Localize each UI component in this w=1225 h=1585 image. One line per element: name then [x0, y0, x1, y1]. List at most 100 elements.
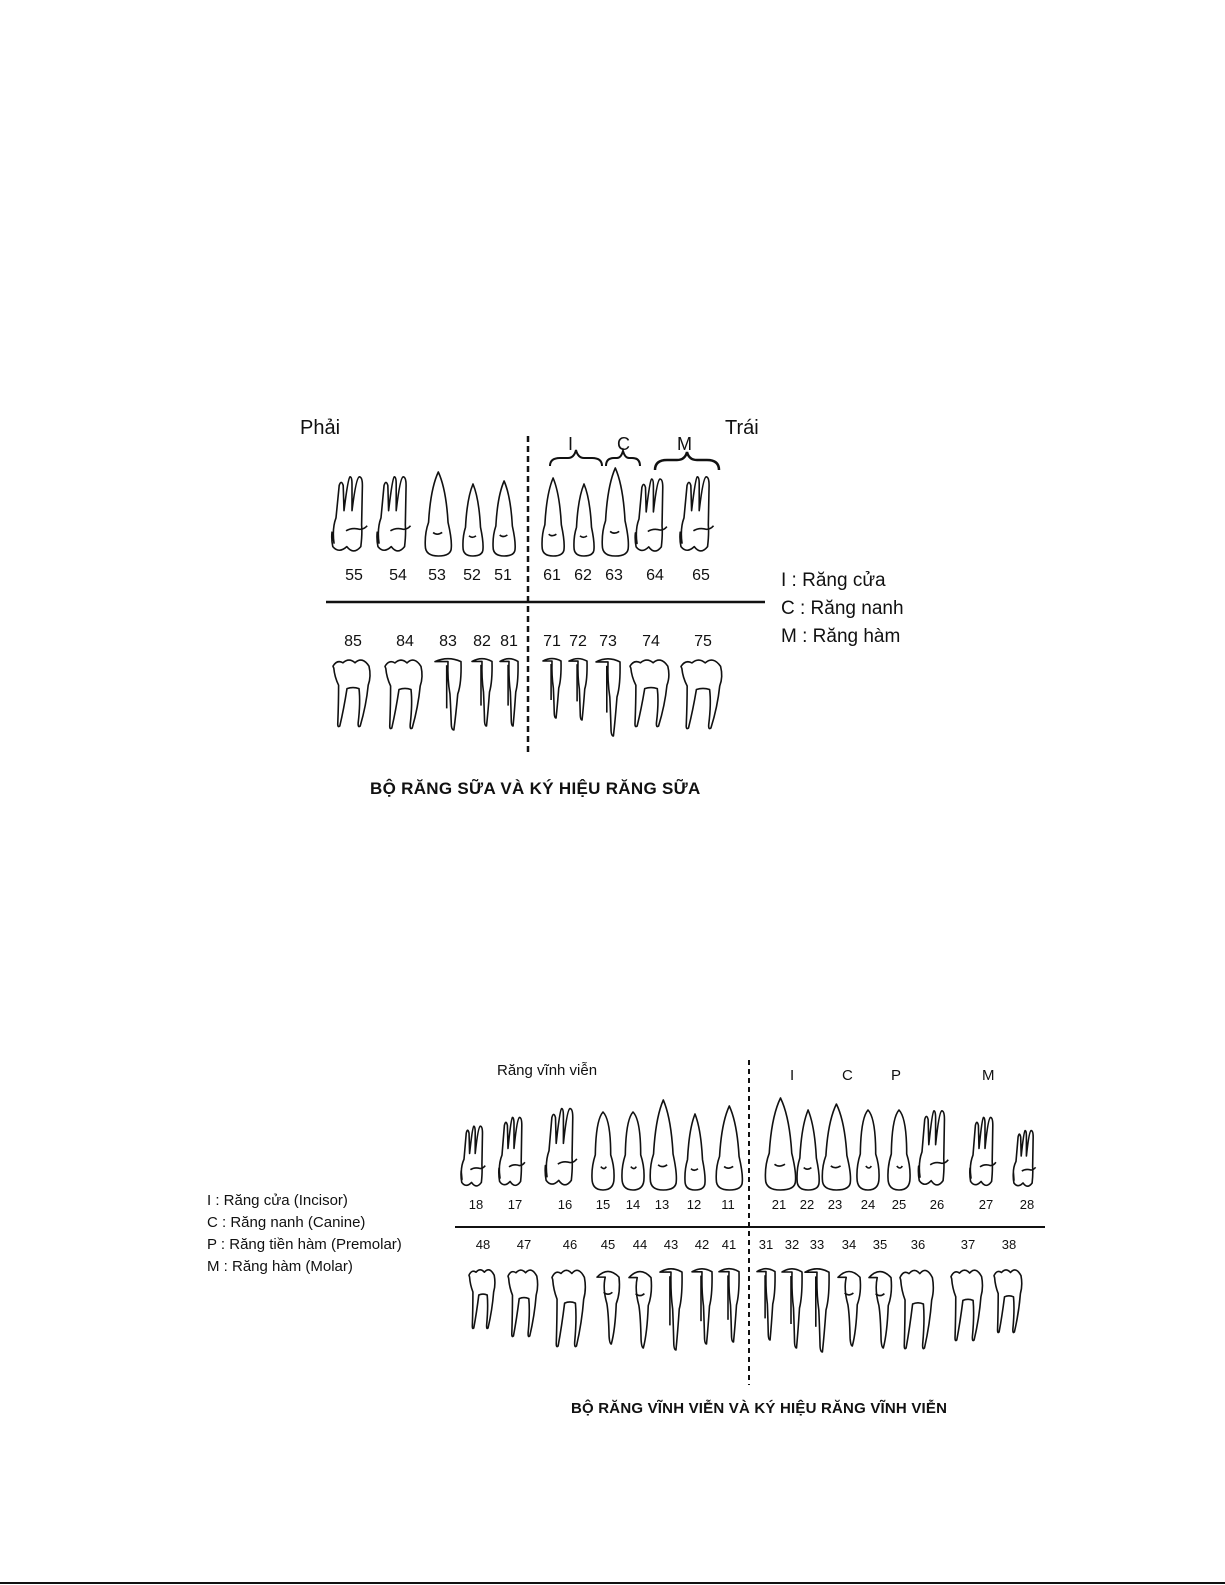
- tooth-number-71: 71: [543, 633, 561, 650]
- permanent-heading: Răng vĩnh viễn: [497, 1062, 598, 1079]
- tooth-number-48: 48: [476, 1237, 490, 1252]
- tooth-41: [718, 1267, 740, 1343]
- tooth-number-74: 74: [642, 633, 660, 650]
- permanent-legend: I : Răng cửa (Incisor) C : Răng nanh (Ca…: [207, 1190, 402, 1278]
- tooth-51: [492, 480, 516, 557]
- tooth-number-38: 38: [1002, 1237, 1016, 1252]
- tooth-25: [887, 1109, 911, 1191]
- tooth-number-81: 81: [500, 633, 518, 650]
- tooth-36: [899, 1269, 935, 1350]
- tooth-number-27: 27: [979, 1197, 993, 1212]
- group-label-incisor-permanent: I: [790, 1067, 795, 1084]
- tooth-number-23: 23: [828, 1197, 842, 1212]
- tooth-47: [507, 1269, 539, 1338]
- tooth-number-72: 72: [569, 633, 587, 650]
- tooth-83: [434, 657, 462, 731]
- tooth-71: [542, 657, 562, 719]
- tooth-11: [715, 1105, 744, 1191]
- tooth-18: [460, 1125, 486, 1187]
- tooth-number-83: 83: [439, 633, 457, 650]
- tooth-number-65: 65: [692, 567, 710, 584]
- legend-canine-permanent: C : Răng nanh (Canine): [207, 1214, 366, 1231]
- tooth-number-62: 62: [574, 567, 592, 584]
- tooth-43: [659, 1268, 683, 1351]
- tooth-number-54: 54: [389, 567, 407, 584]
- tooth-13: [649, 1099, 678, 1191]
- tooth-54: [376, 476, 412, 552]
- group-label-canine: C: [617, 434, 630, 454]
- tooth-38: [993, 1269, 1023, 1334]
- tooth-48: [468, 1269, 496, 1330]
- tooth-number-42: 42: [695, 1237, 709, 1252]
- tooth-number-13: 13: [655, 1197, 669, 1212]
- tooth-number-32: 32: [785, 1237, 799, 1252]
- tooth-number-22: 22: [800, 1197, 814, 1212]
- tooth-number-64: 64: [646, 567, 664, 584]
- tooth-number-12: 12: [687, 1197, 701, 1212]
- tooth-number-73: 73: [599, 633, 617, 650]
- molar-brace: [653, 451, 721, 471]
- tooth-number-34: 34: [842, 1237, 856, 1252]
- tooth-number-16: 16: [558, 1197, 572, 1212]
- tooth-85: [332, 659, 371, 728]
- tooth-74: [629, 659, 670, 728]
- tooth-number-28: 28: [1020, 1197, 1034, 1212]
- tooth-number-51: 51: [494, 567, 512, 584]
- legend-incisor: I : Răng cửa: [781, 570, 886, 591]
- tooth-12: [684, 1113, 706, 1191]
- tooth-number-85: 85: [344, 633, 362, 650]
- tooth-number-21: 21: [772, 1197, 786, 1212]
- tooth-number-31: 31: [759, 1237, 773, 1252]
- tooth-81: [499, 657, 519, 727]
- tooth-number-14: 14: [626, 1197, 640, 1212]
- primary-legend: I : Răng cửa C : Răng nanh M : Răng hàm: [781, 567, 904, 651]
- tooth-31: [756, 1267, 776, 1341]
- tooth-number-52: 52: [463, 567, 481, 584]
- tooth-number-25: 25: [892, 1197, 906, 1212]
- tooth-number-15: 15: [596, 1197, 610, 1212]
- legend-incisor-permanent: I : Răng cửa (Incisor): [207, 1192, 348, 1209]
- tooth-number-45: 45: [601, 1237, 615, 1252]
- tooth-number-11: 11: [721, 1197, 735, 1212]
- legend-molar: M : Răng hàm: [781, 626, 901, 647]
- tooth-72: [568, 657, 588, 721]
- tooth-number-35: 35: [873, 1237, 887, 1252]
- tooth-62: [573, 483, 595, 557]
- tooth-number-46: 46: [563, 1237, 577, 1252]
- group-label-premolar-permanent: P: [891, 1067, 902, 1084]
- right-side-label: Phải: [300, 417, 341, 439]
- tooth-number-53: 53: [428, 567, 446, 584]
- tooth-number-36: 36: [911, 1237, 925, 1252]
- tooth-64: [634, 478, 668, 552]
- tooth-number-41: 41: [722, 1237, 736, 1252]
- tooth-26: [917, 1110, 949, 1186]
- tooth-number-55: 55: [345, 567, 363, 584]
- bottom-rule: [0, 1582, 1225, 1584]
- tooth-21: [764, 1097, 797, 1191]
- tooth-number-82: 82: [473, 633, 491, 650]
- group-label-molar: M: [677, 434, 692, 454]
- tooth-35: [868, 1270, 893, 1349]
- tooth-46: [551, 1269, 587, 1348]
- incisor-brace: [549, 449, 603, 467]
- tooth-34: [837, 1270, 862, 1347]
- group-label-canine-permanent: C: [842, 1067, 853, 1084]
- tooth-number-26: 26: [930, 1197, 944, 1212]
- tooth-number-75: 75: [694, 633, 712, 650]
- primary-title: BỘ RĂNG SỮA VÀ KÝ HIỆU RĂNG SỮA: [370, 779, 701, 798]
- tooth-27: [969, 1116, 997, 1187]
- tooth-24: [856, 1109, 880, 1191]
- legend-canine: C : Răng nanh: [781, 598, 904, 619]
- canine-brace: [605, 447, 641, 467]
- tooth-number-37: 37: [961, 1237, 975, 1252]
- tooth-63: [601, 467, 630, 557]
- tooth-82: [471, 657, 493, 727]
- tooth-55: [330, 476, 368, 552]
- tooth-number-24: 24: [861, 1197, 875, 1212]
- tooth-number-47: 47: [517, 1237, 531, 1252]
- group-label-incisor: I: [568, 434, 574, 454]
- tooth-number-33: 33: [810, 1237, 824, 1252]
